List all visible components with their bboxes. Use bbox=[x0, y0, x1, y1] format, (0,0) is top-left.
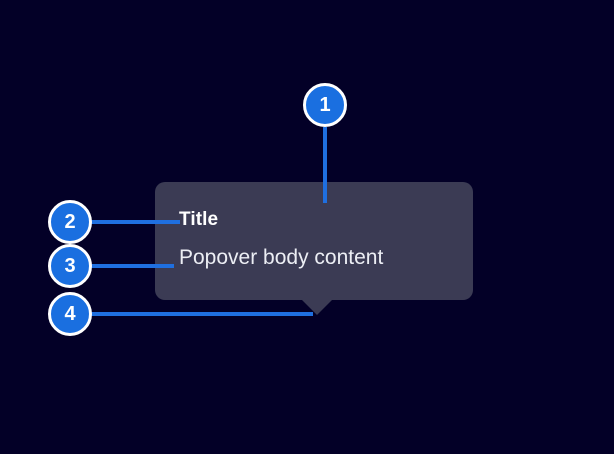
callout-badge-2[interactable]: 2 bbox=[48, 200, 92, 244]
popover-arrow-icon bbox=[302, 300, 332, 315]
callout-badge-4[interactable]: 4 bbox=[48, 292, 92, 336]
callout-badge-1[interactable]: 1 bbox=[303, 83, 347, 127]
popover-body: Popover body content bbox=[179, 246, 384, 269]
callout-connector-3 bbox=[88, 264, 174, 268]
popover-title: Title bbox=[179, 209, 219, 230]
callout-connector-4 bbox=[88, 312, 313, 316]
callout-connector-2 bbox=[88, 220, 180, 224]
popover: Title Popover body content bbox=[155, 182, 473, 315]
callout-connector-1 bbox=[323, 127, 327, 203]
callout-badge-3[interactable]: 3 bbox=[48, 244, 92, 288]
